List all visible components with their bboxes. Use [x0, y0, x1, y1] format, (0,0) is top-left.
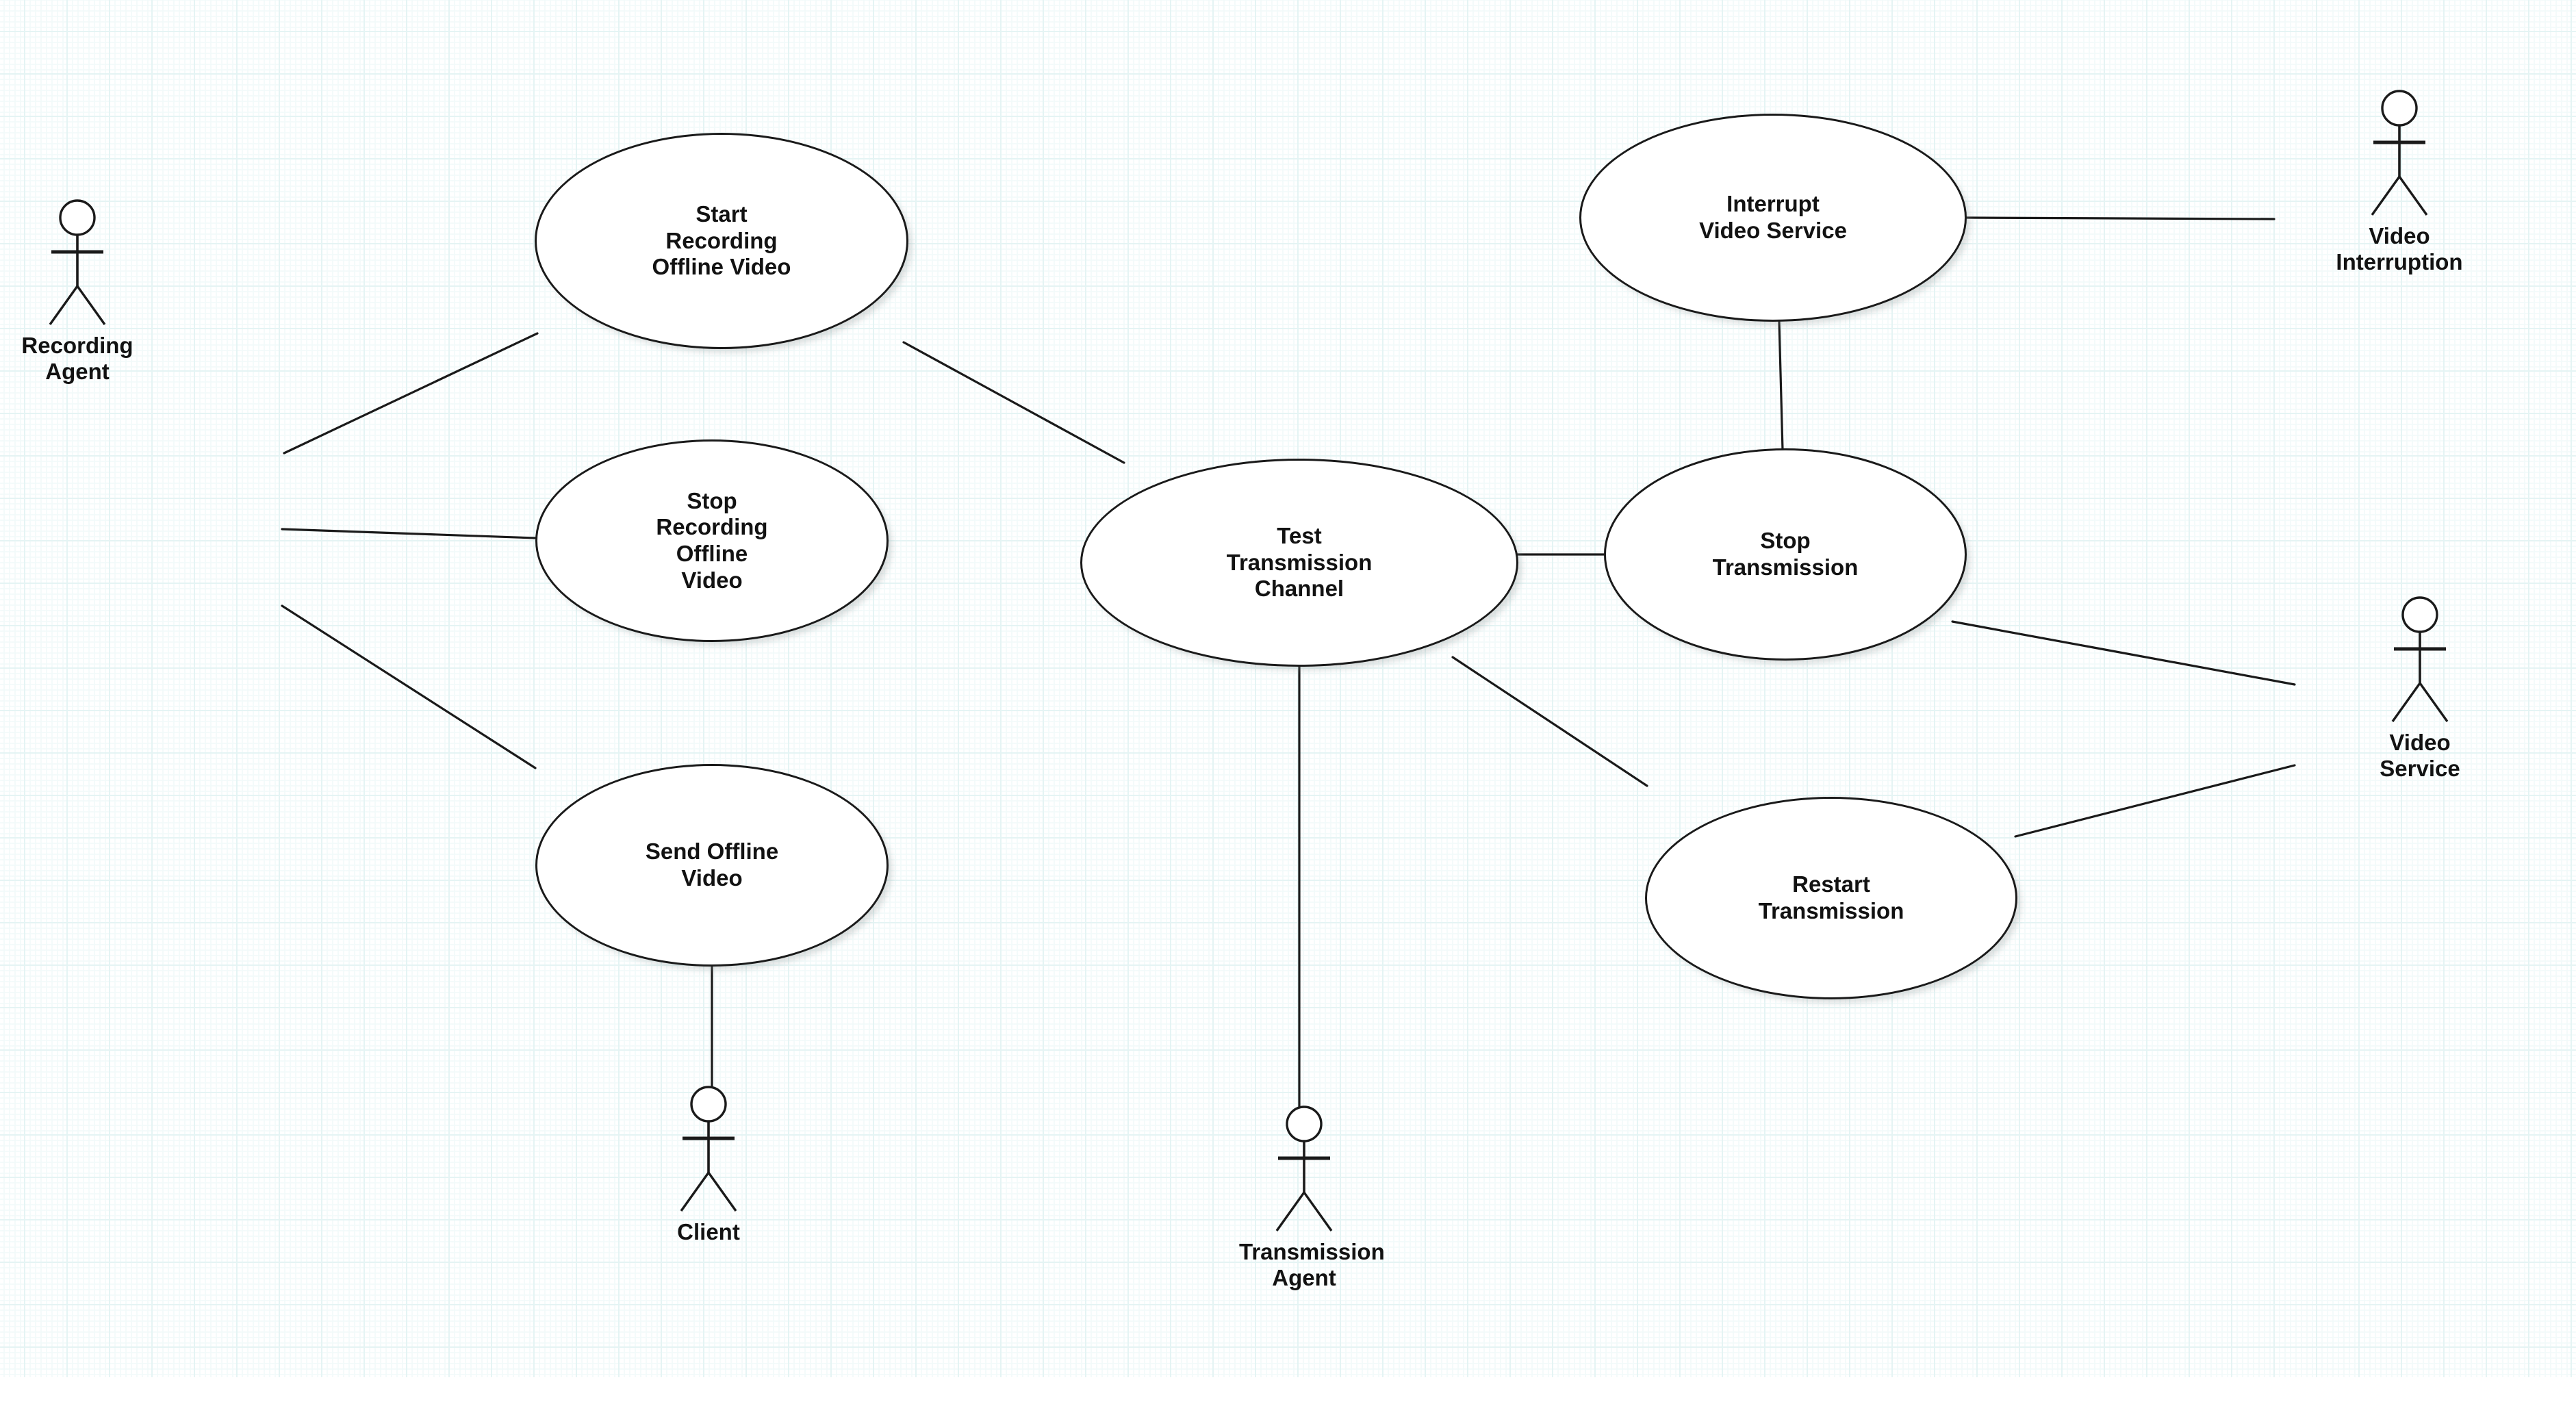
- actor-recording-agent[interactable]: Recording Agent: [12, 199, 142, 385]
- association-line: [281, 604, 537, 769]
- association-line: [1965, 216, 2275, 220]
- association-line: [2014, 764, 2296, 838]
- actor-client[interactable]: Client: [643, 1085, 774, 1245]
- association-line: [1451, 656, 1648, 787]
- use-case-label: Restart Transmission: [1758, 871, 1904, 923]
- use-case-label: Interrupt Video Service: [1699, 191, 1847, 243]
- association-line: [1951, 620, 2296, 686]
- use-case-start-recording-offline-video[interactable]: Start Recording Offline Video: [535, 133, 908, 349]
- actor-label: Recording Agent: [21, 333, 133, 385]
- actor-stick-figure-icon: [2371, 90, 2428, 216]
- actor-stick-figure-icon: [1275, 1105, 1333, 1231]
- use-case-label: Test Transmission Channel: [1226, 523, 1373, 602]
- actor-stick-figure-icon: [49, 199, 106, 325]
- association-line: [283, 332, 539, 455]
- actor-stick-figure-icon: [2391, 596, 2449, 722]
- actor-label: Video Service: [2380, 730, 2460, 782]
- use-case-label: Stop Recording Offline Video: [656, 487, 768, 593]
- actor-label: Transmission Agent: [1239, 1239, 1385, 1291]
- use-case-restart-transmission[interactable]: Restart Transmission: [1645, 797, 2017, 999]
- actor-stick-figure-icon: [680, 1086, 737, 1212]
- actor-label: Video Interruption: [2336, 223, 2463, 275]
- use-case-label: Send Offline Video: [645, 839, 779, 891]
- actor-video-service[interactable]: Video Service: [2355, 596, 2485, 782]
- actor-video-interruption[interactable]: Video Interruption: [2334, 89, 2464, 276]
- association-line: [281, 528, 537, 539]
- use-case-label: Stop Transmission: [1712, 528, 1859, 580]
- use-case-stop-recording-offline-video[interactable]: Stop Recording Offline Video: [535, 439, 889, 642]
- actor-label: Client: [677, 1219, 740, 1244]
- use-case-test-transmission-channel[interactable]: Test Transmission Channel: [1080, 459, 1518, 667]
- use-case-label: Start Recording Offline Video: [652, 201, 791, 280]
- use-case-interrupt-video-service[interactable]: Interrupt Video Service: [1579, 114, 1967, 322]
- use-case-send-offline-video[interactable]: Send Offline Video: [535, 764, 889, 967]
- use-case-stop-transmission[interactable]: Stop Transmission: [1604, 448, 1967, 661]
- actor-transmission-agent[interactable]: Transmission Agent: [1239, 1105, 1385, 1292]
- association-line: [902, 341, 1125, 464]
- association-line: [1778, 320, 1784, 451]
